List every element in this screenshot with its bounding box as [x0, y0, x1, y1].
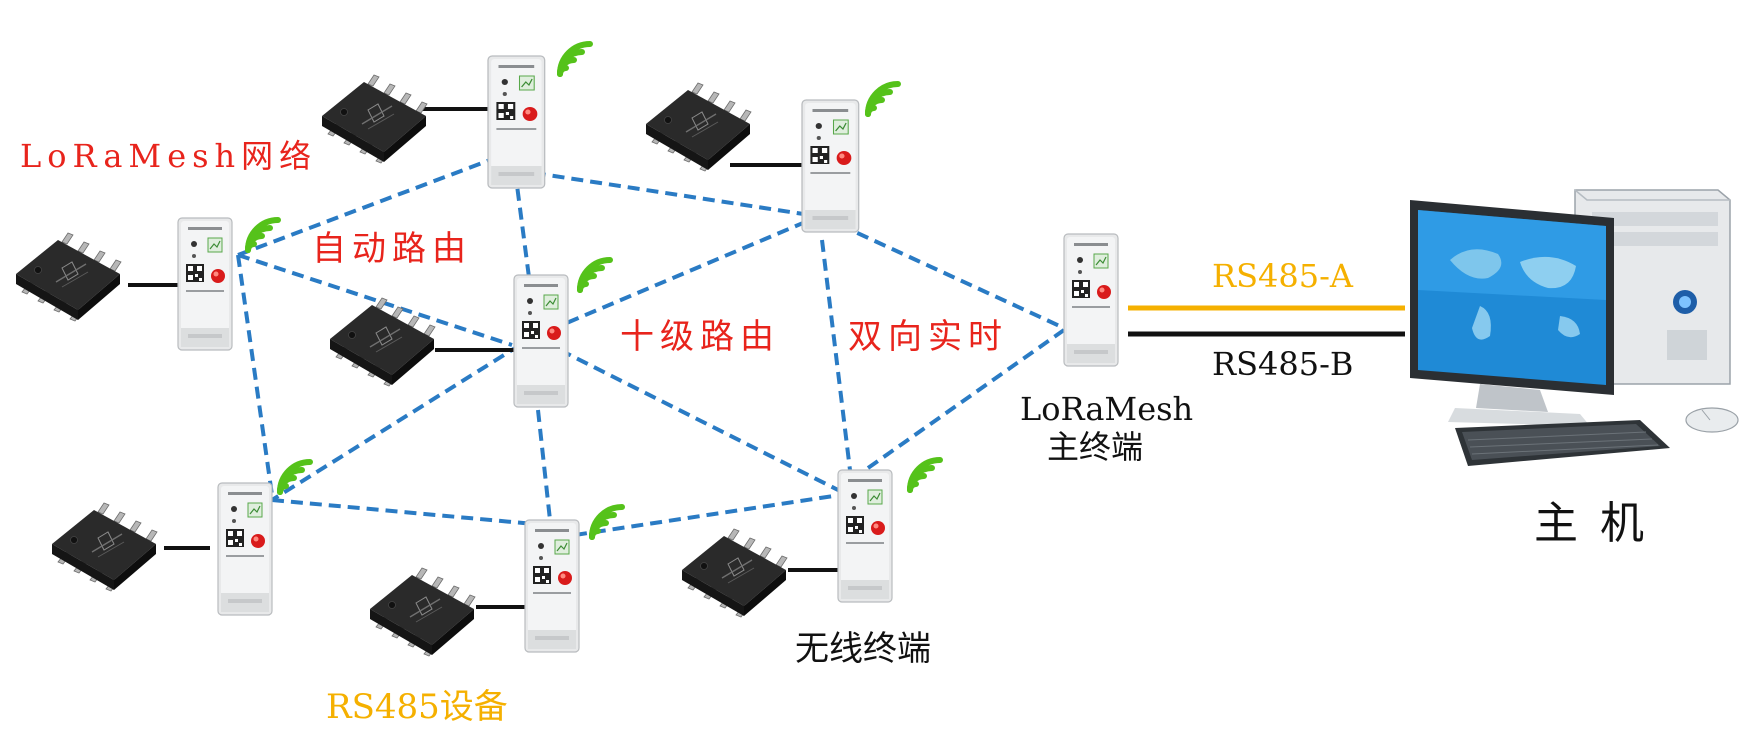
ten-level-routing-label: 十级路由 [620, 317, 780, 357]
terminal-device-icon [801, 99, 860, 233]
wifi-signal-icon [592, 507, 622, 537]
master-terminal-label-line1: LoRaMesh [1020, 390, 1194, 428]
mesh-link [866, 328, 1066, 470]
terminal-device-icon [217, 482, 273, 616]
master-terminal-label: LoRaMesh 主终端 [1020, 390, 1194, 467]
wifi-signal-icon [910, 460, 940, 490]
mesh-link [549, 218, 811, 332]
mesh-links [236, 158, 1066, 537]
auto-routing-label: 自动路由 [312, 229, 472, 269]
terminal-device-icon [524, 519, 580, 653]
wifi-signal-icon [868, 84, 898, 114]
mesh-link [514, 168, 811, 217]
wifi-signal-icon [580, 260, 610, 290]
mesh-link [270, 343, 522, 502]
terminal-device-icon [1063, 233, 1119, 367]
host-label: 主 机 [1534, 498, 1648, 549]
mesh-link [237, 253, 513, 347]
terminal-device-icon [487, 55, 546, 189]
rs485-chip-icon [15, 232, 122, 322]
mesh-link [574, 493, 841, 537]
rs485-a-label: RS485-A [1212, 257, 1354, 295]
terminal-device-icon [177, 217, 233, 351]
network-title: LoRaMesh网络 [20, 137, 318, 175]
mesh-link [820, 239, 852, 471]
master-terminal-label-line2: 主终端 [1046, 428, 1143, 467]
bidirectional-realtime-label: 双向实时 [848, 317, 1008, 357]
rs485-chip-icon [369, 567, 476, 657]
mesh-link [536, 409, 552, 521]
terminal-device-icon [513, 274, 569, 408]
rs485-chip-icon [51, 502, 158, 592]
rs485-chip-icon [329, 297, 436, 387]
mesh-link [559, 348, 849, 497]
device-wires [128, 107, 838, 609]
rs485-chip-icon [645, 82, 752, 172]
mesh-link [236, 254, 274, 496]
wireless-terminal-label: 无线终端 [795, 629, 931, 669]
mesh-link [237, 158, 491, 257]
rs485-chip-icon [321, 74, 428, 164]
rs485-chip-icon [681, 528, 788, 618]
rs485-b-label: RS485-B [1212, 345, 1354, 383]
mesh-link [839, 223, 1065, 330]
wifi-signal-icon [560, 44, 590, 74]
desktop-computer-icon [1410, 189, 1739, 466]
terminal-device-icon [837, 469, 893, 603]
mesh-link [271, 498, 546, 527]
rs485-device-label: RS485设备 [326, 687, 508, 727]
mesh-link [513, 169, 532, 286]
